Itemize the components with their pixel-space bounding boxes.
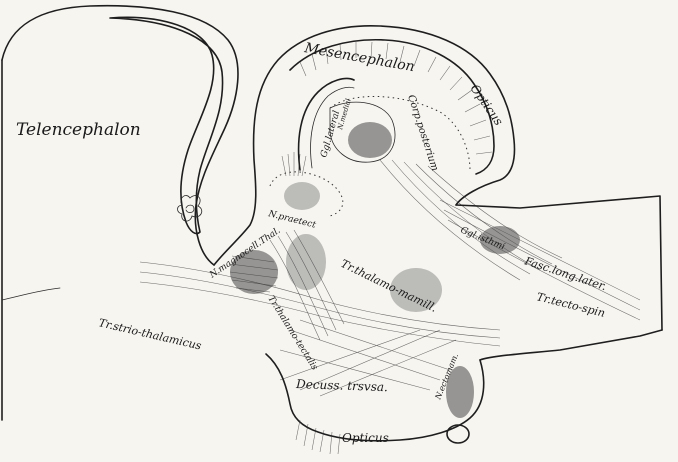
label-tr-tecto-spin: Tr.tecto-spin [535, 290, 606, 320]
label-corp-posterior: Corp.posterium [405, 94, 440, 173]
cut-line-left [2, 288, 60, 300]
n-praetect-fibres [282, 152, 306, 176]
n-praetect-nucleus [284, 182, 320, 210]
label-decuss-trsvsa: Decuss. trsvsa. [295, 377, 388, 394]
brainstem-outline-top [456, 196, 662, 330]
brainstem-outline-bottom [480, 330, 662, 360]
choroid-plexus-core [186, 205, 194, 212]
ggl-lateral-nucleus [348, 122, 392, 158]
optic-nerve-cross-section [447, 425, 469, 443]
label-fasc-long-later: Fasc.long.later. [522, 254, 608, 293]
label-mesencephalon: Mesencephalon [302, 40, 416, 75]
label-opticus-bottom: Opticus [342, 431, 389, 445]
label-telencephalon: Telencephalon [16, 120, 141, 140]
label-tr-strio-thalamicus: Tr.strio-thalamicus [97, 316, 203, 352]
label-opticus-top: Opticus [468, 82, 506, 128]
